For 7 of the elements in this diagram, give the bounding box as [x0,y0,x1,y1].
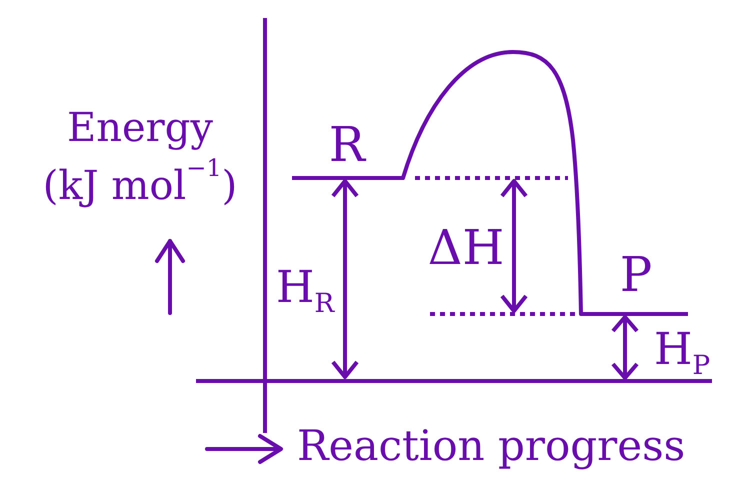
level-label: P [620,251,652,299]
axis-title: Reaction progress [297,425,686,467]
dimension-label: H$_{P}$ [654,328,710,372]
dimension-label: ΔH [428,224,504,272]
dimension-label: H$_{R}$ [276,266,334,310]
level-label: R [328,121,366,169]
axis-title: Energy (kJ mol$^{−1}$) [42,104,238,211]
